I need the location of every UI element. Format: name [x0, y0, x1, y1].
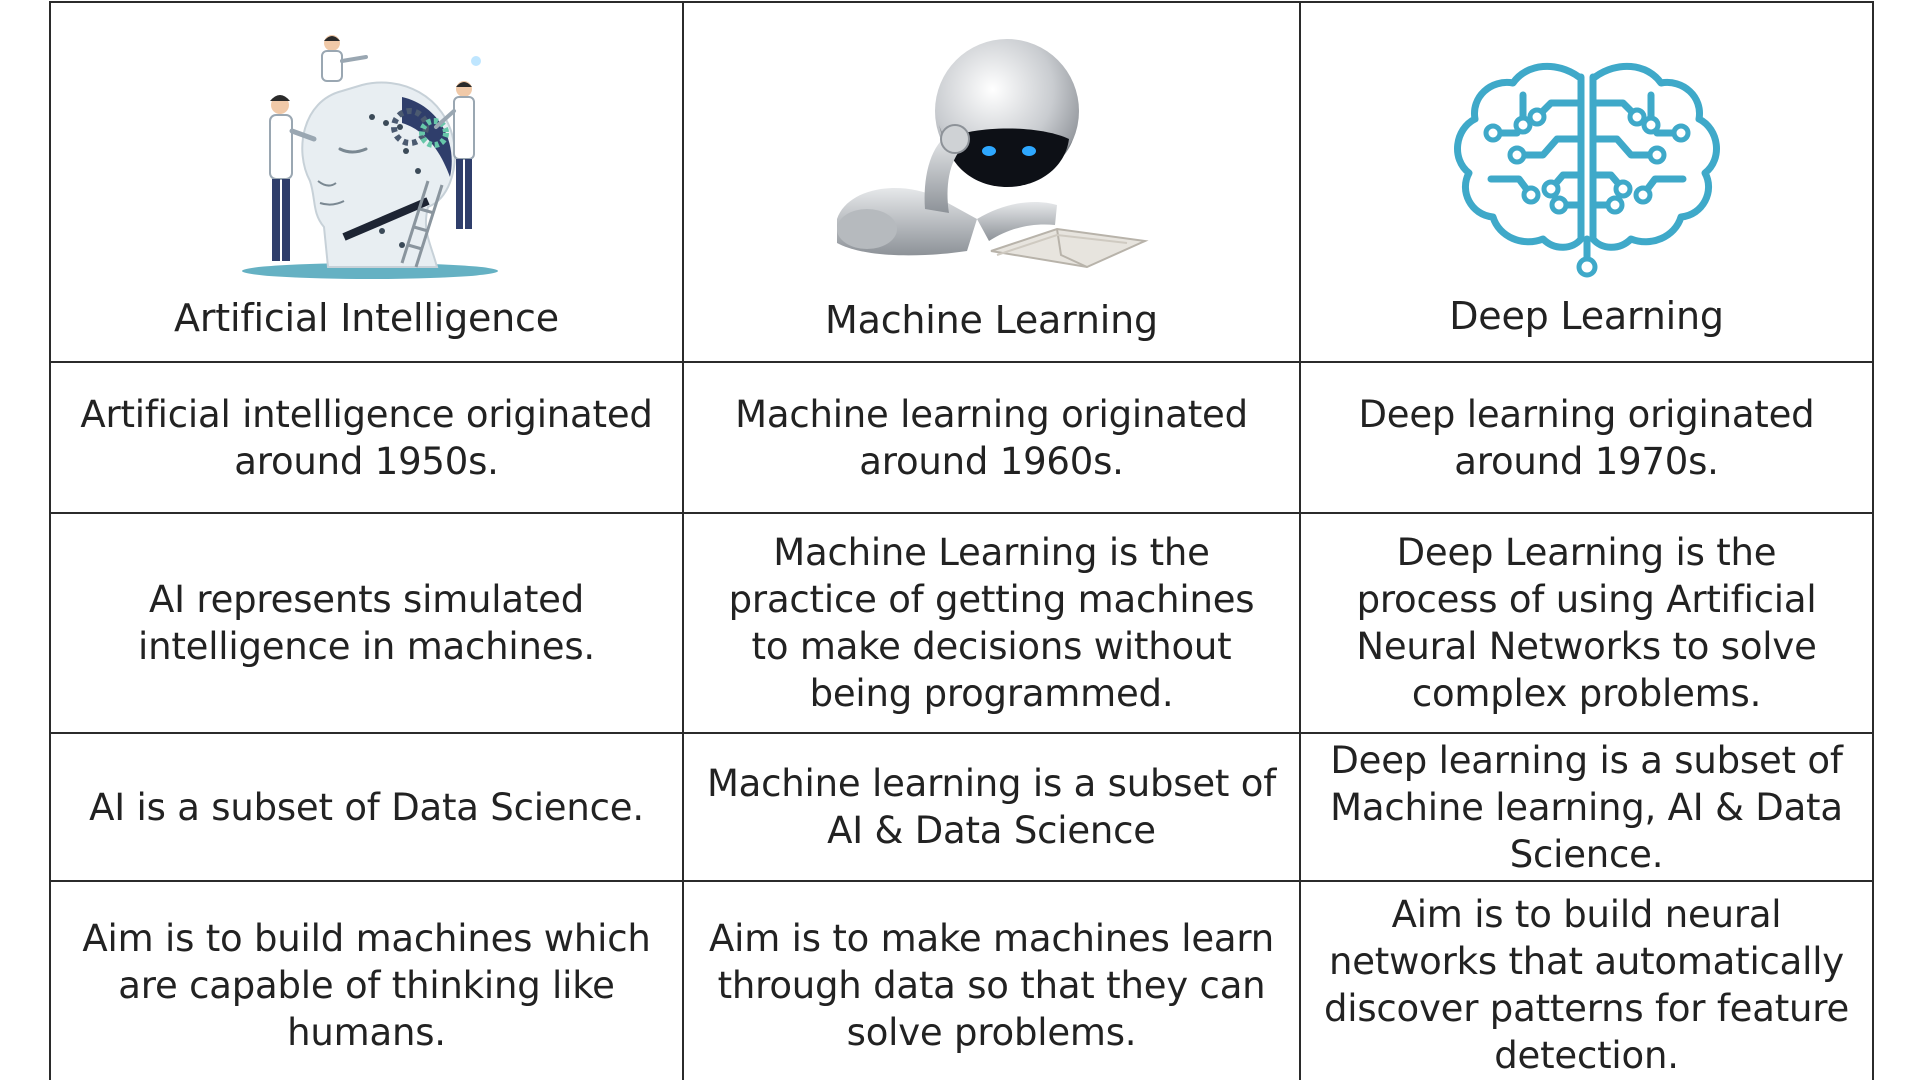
comparison-table: Artificial Intelligence [49, 1, 1874, 1080]
definition-row: AI represents simulated intelligence in … [49, 512, 1874, 734]
definition-cell-ml: Machine Learning is the practice of gett… [682, 512, 1301, 734]
header-row: Artificial Intelligence [49, 1, 1874, 363]
robot-reading-book-illustration [836, 39, 1149, 269]
subset-row: AI is a subset of Data Science. Machine … [49, 732, 1874, 882]
aim-cell-ai: Aim is to build machines which are capab… [49, 880, 684, 1080]
header-cell-dl: Deep Learning [1299, 1, 1874, 363]
column-title-ml: Machine Learning [825, 298, 1158, 342]
circuit-brain-icon [1453, 62, 1720, 278]
definition-cell-dl: Deep Learning is the process of using Ar… [1299, 512, 1874, 734]
aim-cell-dl: Aim is to build neural networks that aut… [1299, 880, 1874, 1080]
aim-cell-ml: Aim is to make machines learn through da… [682, 880, 1301, 1080]
header-cell-ai: Artificial Intelligence [49, 1, 684, 363]
aim-row: Aim is to build machines which are capab… [49, 880, 1874, 1080]
subset-cell-ai: AI is a subset of Data Science. [49, 732, 684, 882]
origin-cell-ai: Artificial intelligence originated aroun… [49, 361, 684, 514]
header-cell-ml: Machine Learning [682, 1, 1301, 363]
origin-cell-ml: Machine learning originated around 1960s… [682, 361, 1301, 514]
column-title-ai: Artificial Intelligence [174, 296, 559, 340]
subset-cell-dl: Deep learning is a subset of Machine lea… [1299, 732, 1874, 882]
definition-cell-ai: AI represents simulated intelligence in … [49, 512, 684, 734]
subset-cell-ml: Machine learning is a subset of AI & Dat… [682, 732, 1301, 882]
column-title-dl: Deep Learning [1449, 294, 1724, 338]
origin-cell-dl: Deep learning originated around 1970s. [1299, 361, 1874, 514]
ai-head-with-scientists-illustration [241, 35, 498, 279]
origin-row: Artificial intelligence originated aroun… [49, 361, 1874, 514]
